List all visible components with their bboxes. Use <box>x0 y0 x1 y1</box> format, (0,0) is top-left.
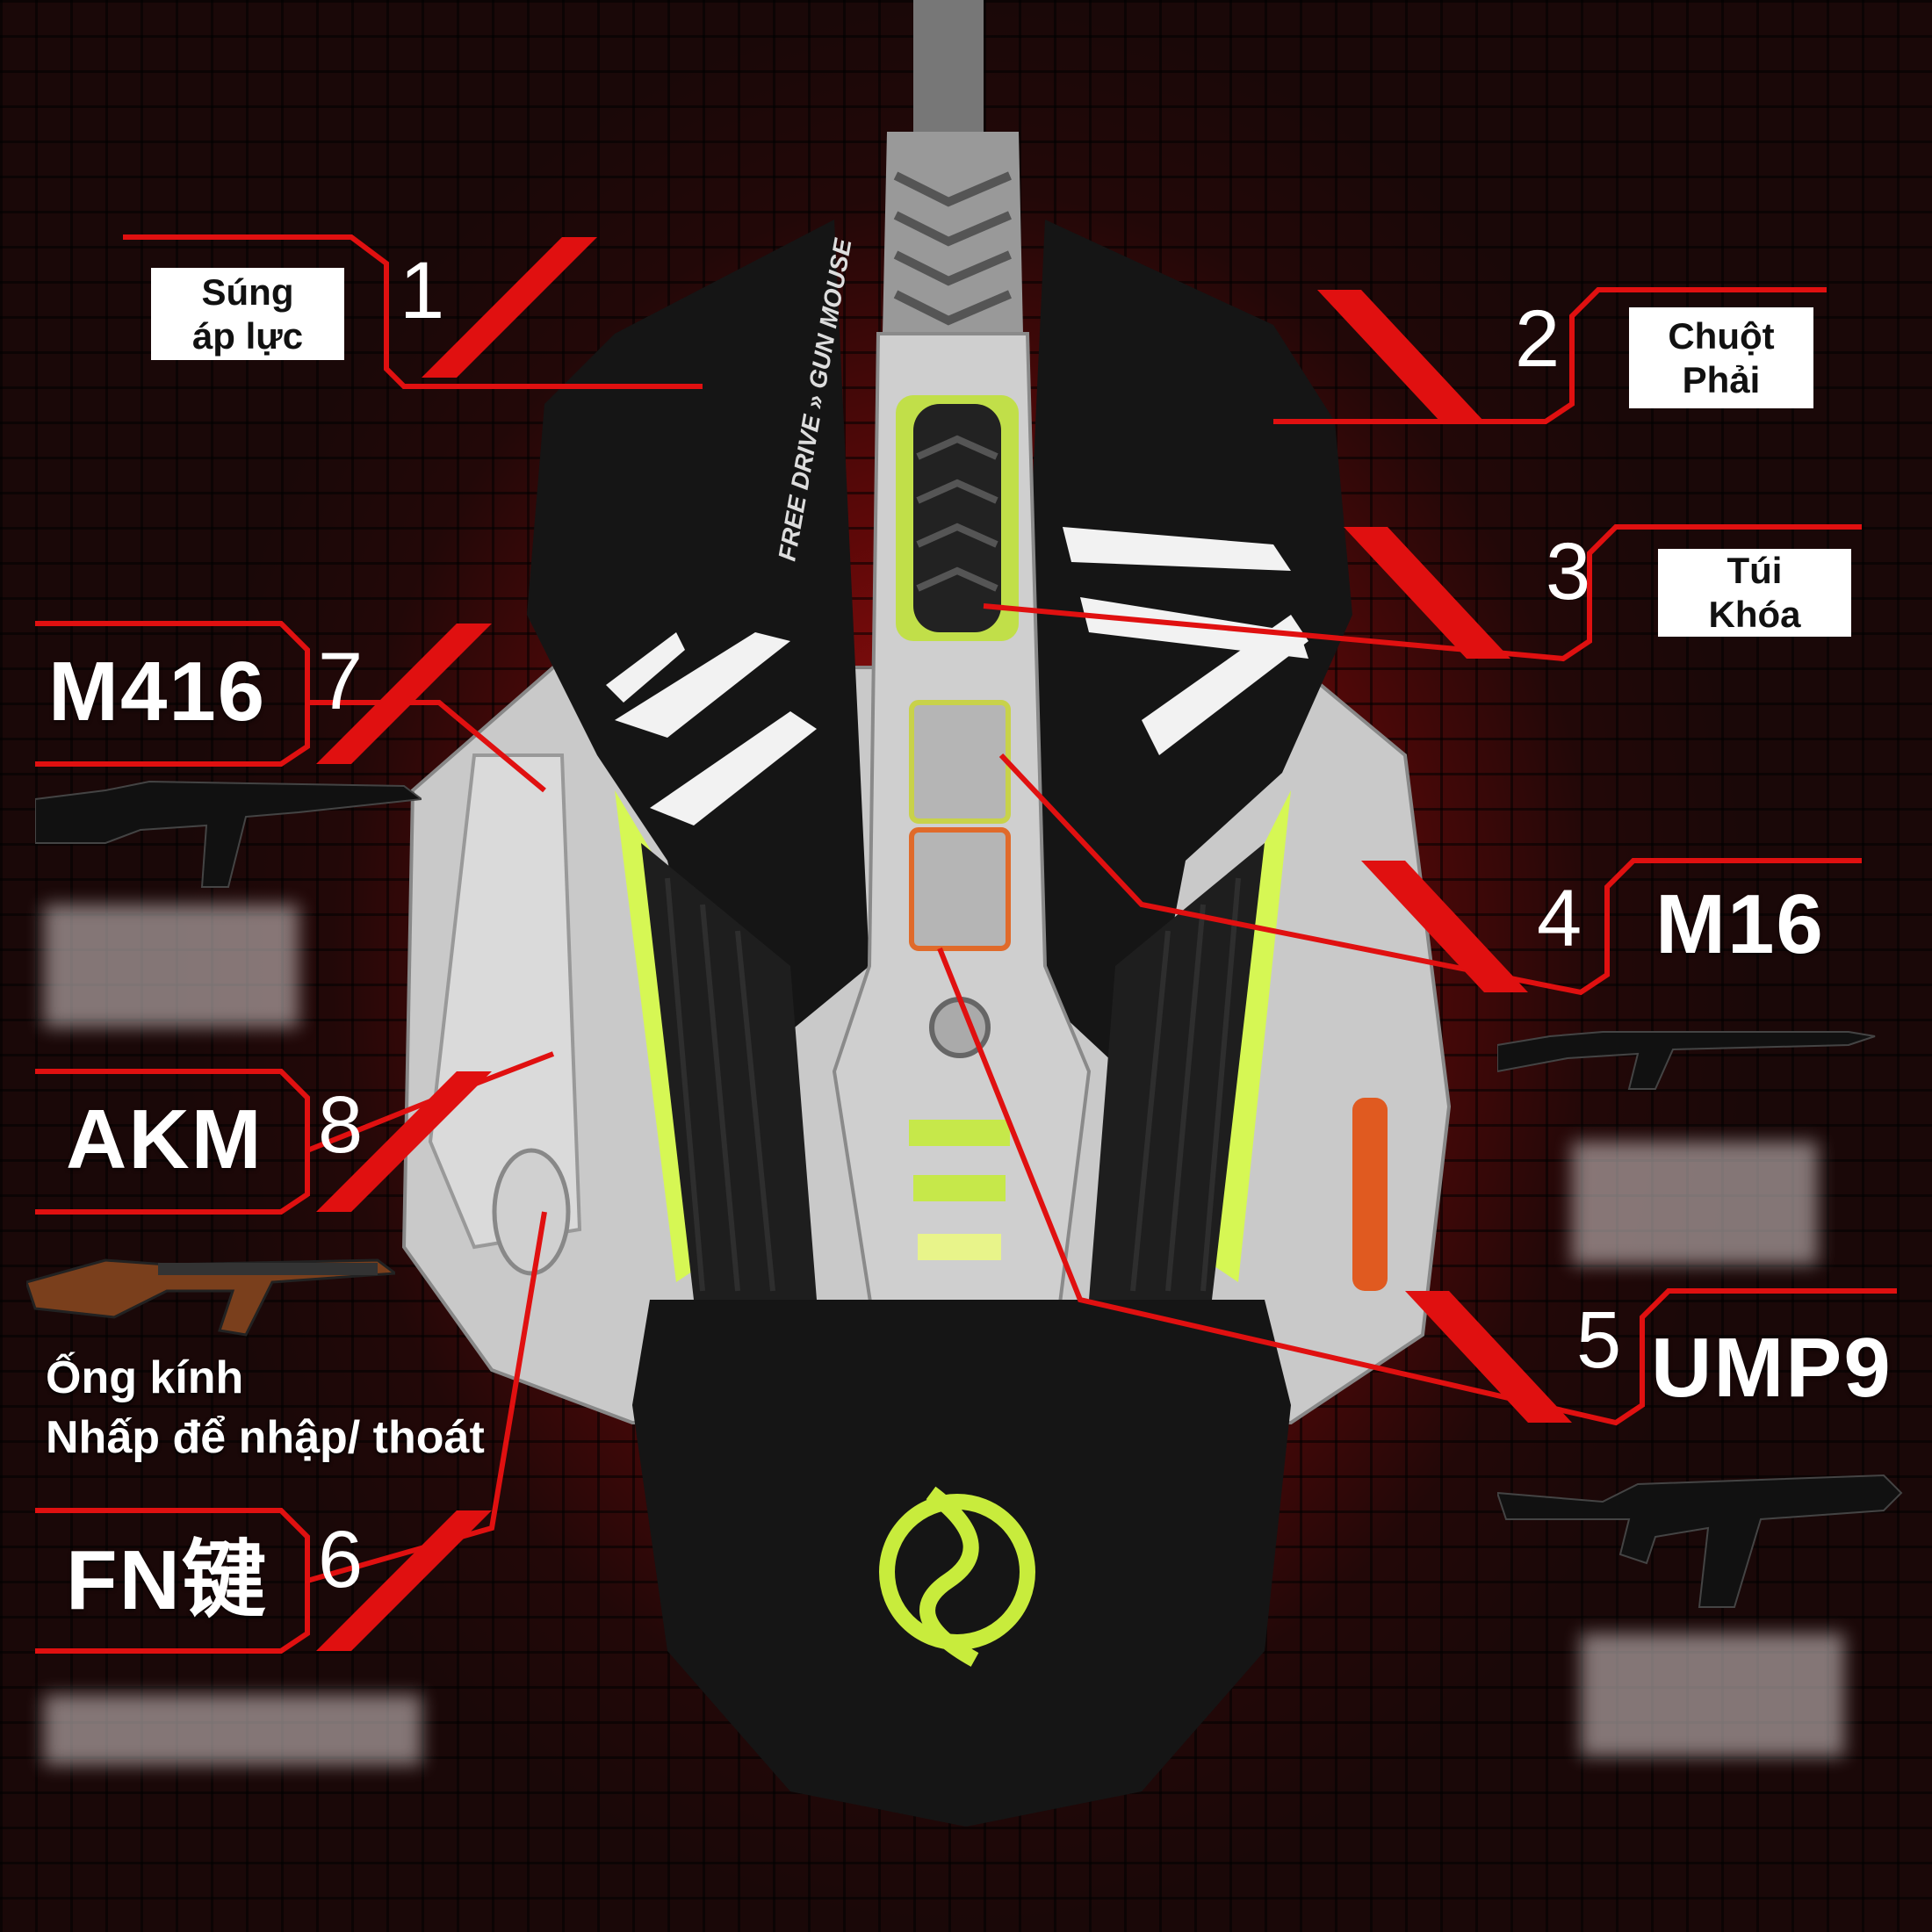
blurred-text <box>1572 1142 1818 1265</box>
callout-8-frame <box>35 1069 310 1215</box>
callout-2-label: Chuột Phải <box>1629 307 1813 408</box>
callout-2-line2: Phải <box>1682 358 1761 400</box>
callout-6-number: 6 <box>318 1515 364 1604</box>
callout-6-frame <box>35 1508 310 1654</box>
claw-graphic-right <box>1063 527 1308 755</box>
callout-1-number: 1 <box>400 246 445 335</box>
scroll-wheel <box>913 404 1001 632</box>
callout-4-frame <box>998 753 1862 996</box>
callout-2-number: 2 <box>1515 294 1561 384</box>
callout-1-label: Súng áp lực <box>151 268 344 360</box>
callout-1-line2: áp lực <box>191 314 304 357</box>
brand-logo <box>879 1486 1035 1667</box>
m416-rifle-icon <box>35 780 422 888</box>
callout-7-frame <box>35 621 310 767</box>
callout-1-line1: Súng <box>201 270 294 313</box>
claw-graphic-left <box>606 632 817 825</box>
callout-7-gun-name: M416 <box>48 645 267 739</box>
right-click-button <box>1010 220 1352 1089</box>
callout-8-gun-name: AKM <box>66 1092 263 1186</box>
scope-button <box>492 1148 571 1276</box>
right-rib-panel <box>1089 843 1265 1300</box>
scope-description: Ống kính Nhấp để nhập/ thoát <box>46 1348 485 1467</box>
button-5 <box>909 827 1011 951</box>
dpi-led-1 <box>909 1120 1010 1146</box>
left-rib-panel <box>641 843 817 1300</box>
blurred-text <box>44 1695 422 1765</box>
left-click-button <box>527 220 869 1089</box>
scope-line2: Nhấp để nhập/ thoát <box>46 1412 485 1463</box>
blurred-text <box>1581 1633 1844 1756</box>
callout-2-line1: Chuột <box>1668 314 1775 357</box>
callout-3-line1: Túi <box>1727 550 1783 591</box>
m16-rifle-icon <box>1497 1031 1876 1090</box>
callout-1-frame <box>123 234 703 389</box>
callout-3-label: Túi Khóa <box>1658 549 1851 637</box>
blurred-text <box>44 905 299 1027</box>
callout-8-number: 8 <box>318 1080 364 1170</box>
akm-rifle-icon <box>26 1258 395 1337</box>
callout-4-gun-name: M16 <box>1655 877 1825 971</box>
callout-5-number: 5 <box>1576 1295 1622 1385</box>
callout-6-pointer <box>306 1211 547 1583</box>
callout-7-pointer <box>307 700 546 793</box>
callout-6-gun-name: FN键 <box>66 1533 268 1627</box>
ump9-smg-icon <box>1497 1474 1903 1608</box>
callout-5-gun-name: UMP9 <box>1651 1321 1892 1415</box>
dpi-led-3 <box>918 1234 1001 1260</box>
right-glow-strip <box>1212 790 1291 1282</box>
dpi-led-2 <box>913 1175 1006 1201</box>
right-side-button <box>1352 1098 1388 1291</box>
callout-3-line2: Khóa <box>1708 594 1801 635</box>
callout-4-number: 4 <box>1537 874 1582 963</box>
callout-7-number: 7 <box>318 637 364 726</box>
callout-3-number: 3 <box>1546 527 1591 616</box>
callout-5-frame <box>937 947 1897 1426</box>
callout-2-frame <box>1273 287 1827 424</box>
scope-line1: Ống kính <box>46 1352 244 1403</box>
